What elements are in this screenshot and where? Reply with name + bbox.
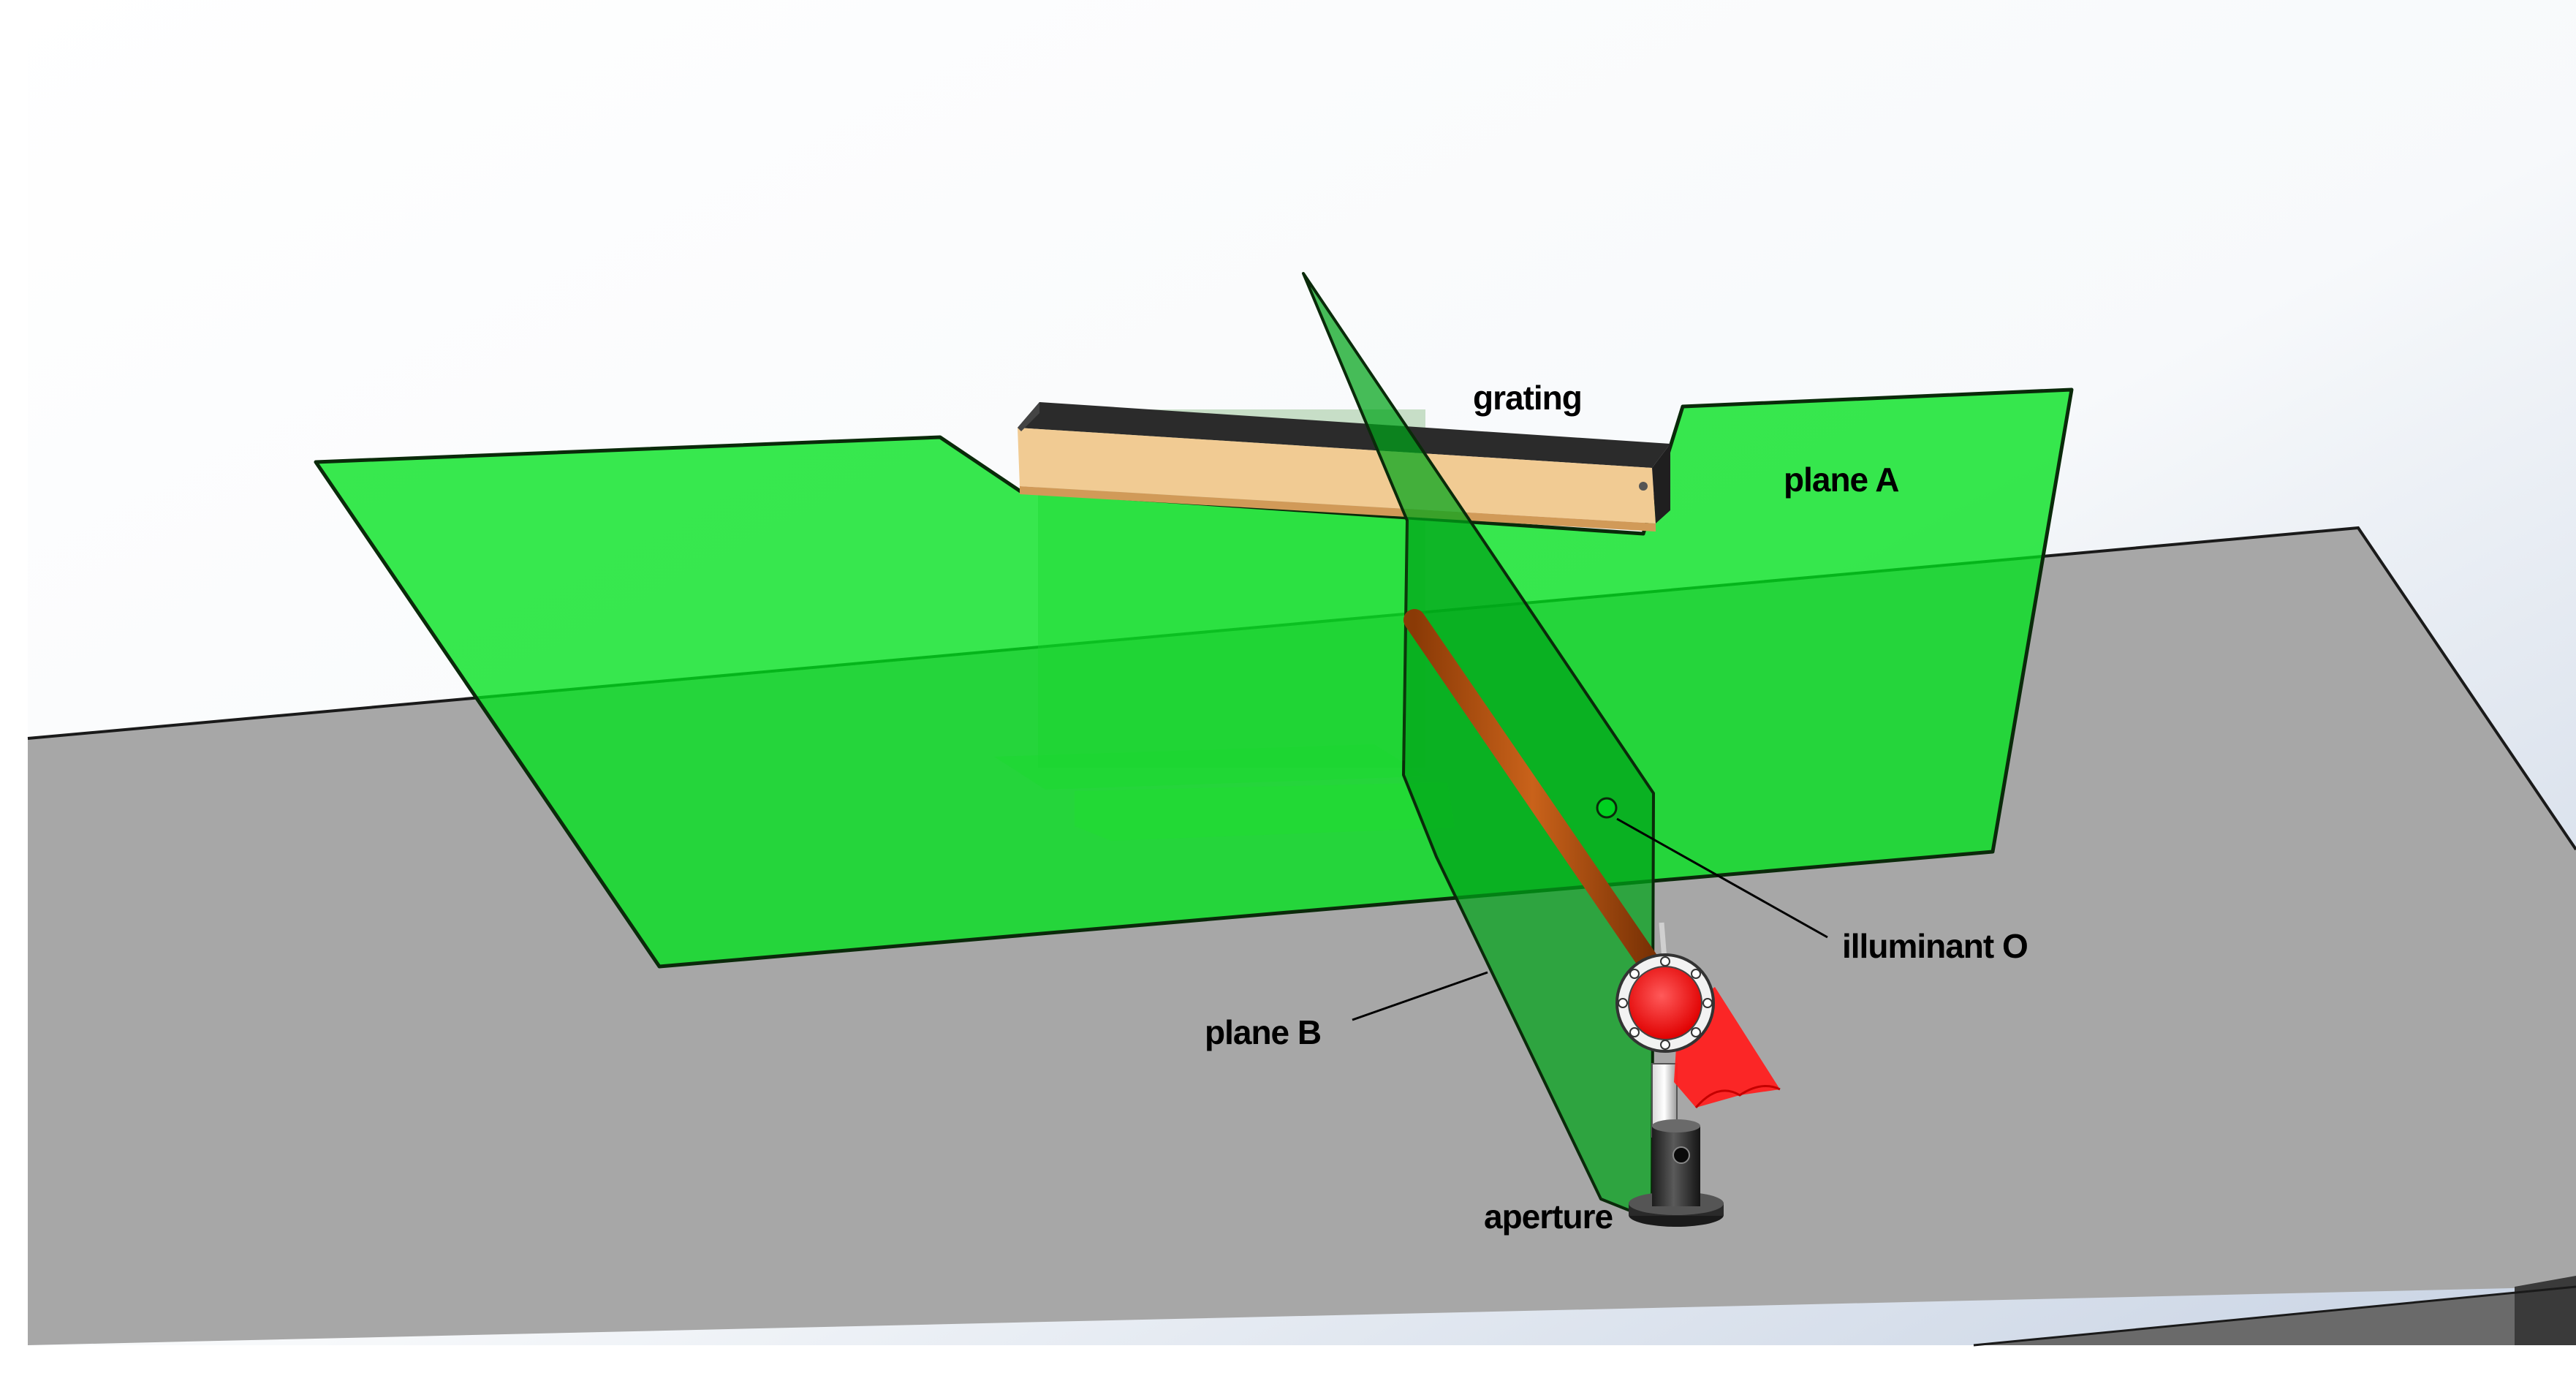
illuminant-o-point: [1596, 797, 1618, 819]
plane-b-leader-line: [1352, 971, 1488, 1021]
bottom-frame-strip: [0, 1345, 2576, 1373]
grating: [1018, 402, 1670, 532]
left-frame-strip: [0, 0, 28, 1373]
aperture-label: aperture: [1484, 1198, 1613, 1236]
plane-a-label: plane A: [1784, 461, 1898, 499]
plane-b-label: plane B: [1205, 1013, 1321, 1051]
light-rod: [1403, 609, 1662, 976]
aperture-assembly: [1615, 922, 1781, 1227]
illuminant-o-label: illuminant O: [1842, 927, 2028, 965]
illuminant-leader-line: [1616, 817, 1828, 939]
grating-label: grating: [1473, 379, 1582, 417]
plane-b: [1302, 272, 1655, 1221]
